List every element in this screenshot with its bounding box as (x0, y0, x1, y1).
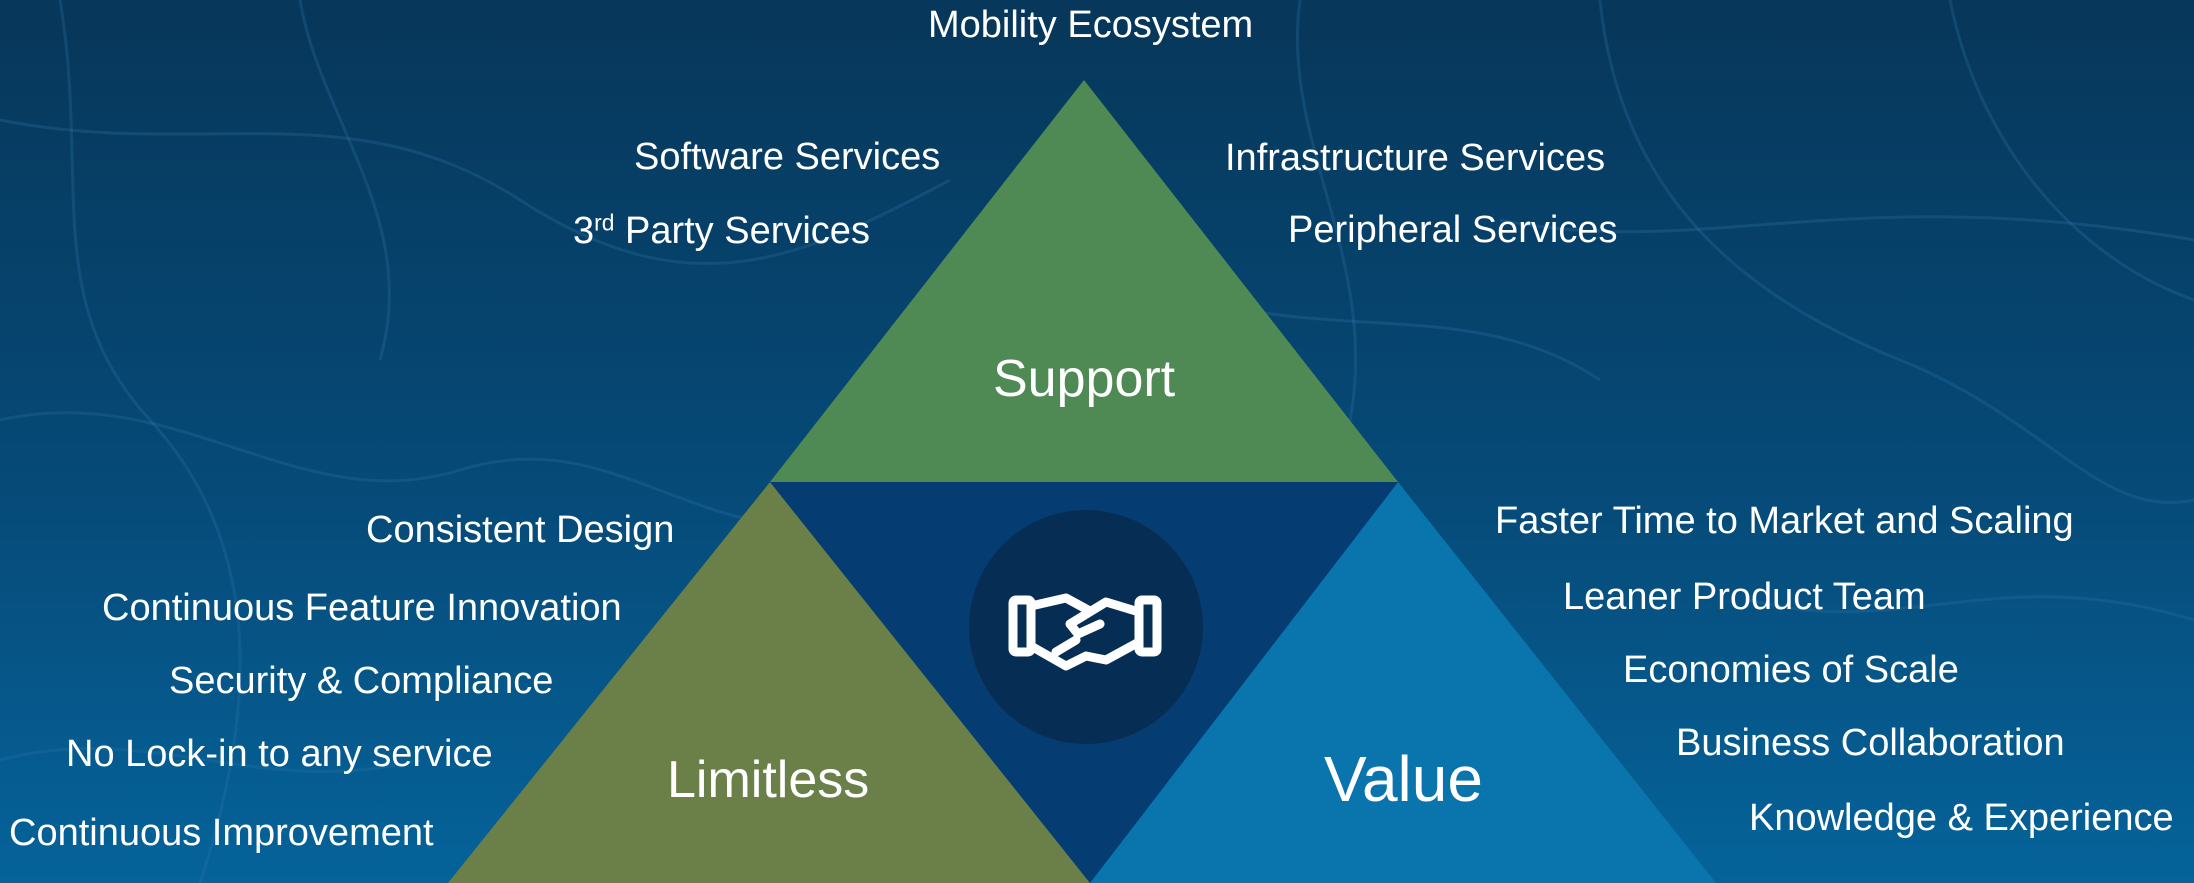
limitless-item-3: Security & Compliance (169, 660, 554, 702)
limitless-item-4: No Lock-in to any service (66, 733, 493, 775)
support-label: Support (993, 350, 1176, 408)
value-item-1: Faster Time to Market and Scaling (1495, 500, 2074, 542)
value-item-2: Leaner Product Team (1563, 576, 1926, 618)
value-item-4: Business Collaboration (1676, 722, 2065, 764)
limitless-item-1: Consistent Design (366, 509, 675, 551)
third-prefix: 3 (573, 210, 595, 252)
support-item-software: Software Services (634, 136, 941, 178)
handshake-icon (1008, 593, 1162, 671)
support-item-infrastructure: Infrastructure Services (1225, 137, 1606, 179)
support-item-peripheral: Peripheral Services (1288, 209, 1618, 251)
value-triangle (1090, 482, 1716, 883)
third-party-text: Party Services (624, 210, 870, 252)
limitless-triangle (448, 482, 1090, 883)
value-item-3: Economies of Scale (1623, 649, 1959, 691)
support-triangle (770, 80, 1398, 482)
limitless-label: Limitless (667, 751, 870, 809)
limitless-item-2: Continuous Feature Innovation (102, 587, 622, 629)
value-item-5: Knowledge & Experience (1749, 797, 2174, 839)
support-item-third-party: 3rd Party Services (573, 209, 870, 252)
limitless-item-5: Continuous Improvement (9, 812, 434, 854)
value-label: Value (1324, 743, 1483, 815)
third-superscript: rd (594, 209, 615, 236)
ecosystem-title: Mobility Ecosystem (928, 4, 1254, 46)
